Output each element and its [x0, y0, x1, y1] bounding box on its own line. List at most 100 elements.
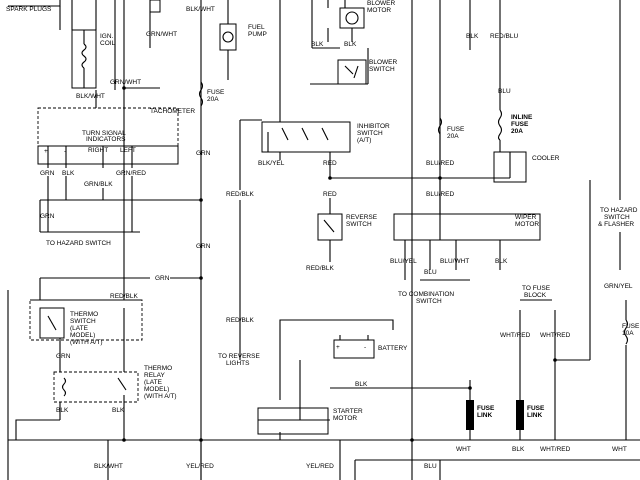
label-thermo-relay-3: (LATE [144, 379, 163, 386]
label-blk-wht-coil: BLK/WHT [76, 93, 105, 100]
starter-motor [257, 407, 329, 435]
label-fuse-20a-1-a: FUSE [207, 89, 225, 96]
label-fuse-10a-2: 10A [622, 330, 634, 337]
thermo-switch-box [29, 299, 143, 341]
label-blk-wiper: BLK [495, 258, 508, 265]
label-blk-relay-r: BLK [112, 407, 125, 414]
label-inhibitor-2: SWITCH [357, 130, 383, 137]
label-to-fuse-block-2: BLOCK [524, 292, 547, 299]
label-grn-red: GRN/RED [116, 170, 146, 177]
thermo-relay-box [53, 371, 139, 403]
label-blk-starter: BLK [355, 381, 368, 388]
label-inline-fuse-3: 20A [511, 128, 523, 135]
label-fuse-link-1b: LINK [477, 412, 492, 419]
label-thermo-switch-2: SWITCH [70, 318, 96, 325]
label-blower-switch-2: SWITCH [369, 66, 395, 73]
label-blk-wht-top: BLK/WHT [186, 6, 215, 13]
label-blower-motor-1: BLOWER [367, 0, 395, 7]
label-fuel-pump-2: PUMP [248, 31, 267, 38]
label-wht-b: WHT [612, 446, 627, 453]
label-turn-signal-2: INDICATORS [86, 136, 126, 143]
label-reverse-switch-1: REVERSE [346, 214, 378, 221]
blower-motor [339, 7, 365, 29]
label-inline-fuse-2: FUSE [511, 121, 529, 128]
fuse-link-2 [516, 400, 524, 430]
label-grn-b: GRN [40, 213, 55, 220]
top-fuse-box [149, 0, 161, 13]
label-grn-wht-a: GRN/WHT [146, 31, 177, 38]
turn-signal-indicators [37, 145, 179, 165]
label-ign-coil-1: IGN. [100, 33, 114, 40]
label-to-combination-2: SWITCH [416, 298, 442, 305]
label-cooler: COOLER [532, 155, 560, 162]
label-blu-red-b: BLU/RED [426, 191, 454, 198]
inhibitor-switch [261, 121, 351, 153]
label-red-b: RED [323, 191, 337, 198]
label-blu-yel: BLU/YEL [390, 258, 417, 265]
label-yel-red-b: YEL/RED [306, 463, 334, 470]
fuel-pump [219, 23, 237, 51]
label-red-blk-c: RED/BLK [110, 293, 138, 300]
label-red-blk-b: RED/BLK [306, 265, 334, 272]
label-thermo-relay-5: (WITH A/T) [144, 393, 177, 400]
label-blk-blower-r: BLK [344, 41, 357, 48]
label-turn-signal-1: TURN SIGNAL [82, 130, 126, 137]
label-wiper-motor-1: WIPER [515, 214, 537, 221]
label-to-reverse-2: LIGHTS [226, 360, 250, 367]
label-thermo-switch-5: (WITH A/T) [70, 339, 103, 346]
label-blk-relay-l: BLK [56, 407, 69, 414]
label-grn-e: GRN [56, 353, 71, 360]
label-right: RIGHT [88, 147, 108, 154]
label-battery-minus: - [364, 344, 366, 351]
label-starter-2: MOTOR [333, 415, 357, 422]
label-inhibitor-1: INHIBITOR [357, 123, 390, 130]
label-to-hazard-flasher-3: & FLASHER [598, 221, 634, 228]
label-fuse-link-2b: LINK [527, 412, 542, 419]
label-grn-yel: GRN/YEL [604, 283, 633, 290]
label-fuse-link-2a: FUSE [527, 405, 545, 412]
label-blu-wht: BLU/WHT [440, 258, 469, 265]
label-thermo-switch-1: THERMO [70, 311, 98, 318]
label-to-hazard-switch: TO HAZARD SWITCH [46, 240, 111, 247]
components [29, 0, 629, 435]
label-to-hazard-flasher-1: TO HAZARD [600, 207, 638, 214]
label-fuse-20a-2-a: FUSE [447, 126, 465, 133]
label-to-reverse-1: TO REVERSE [218, 353, 260, 360]
label-thermo-switch-4: MODEL) [70, 332, 95, 339]
label-fuse-20a-1-b: 20A [207, 96, 219, 103]
label-blu-wiper: BLU [424, 269, 437, 276]
battery [333, 339, 375, 359]
label-grn-a: GRN [40, 170, 55, 177]
label-fuse-10a-1: FUSE [622, 323, 640, 330]
label-fuse-20a-2-b: 20A [447, 133, 459, 140]
label-ign-coil-2: COIL [100, 40, 116, 47]
wires [7, 0, 640, 480]
label-minus: - [64, 148, 66, 155]
label-red-a: RED [323, 160, 337, 167]
label-wht-red-a: WHT/RED [500, 332, 531, 339]
label-spark-plugs: SPARK PLUGS [6, 6, 52, 13]
label-plus: + [44, 148, 48, 155]
label-blu: BLU [498, 88, 511, 95]
wiper-motor [393, 213, 541, 241]
label-thermo-relay-1: THERMO [144, 365, 172, 372]
label-battery: BATTERY [378, 345, 408, 352]
label-blower-motor-2: MOTOR [367, 7, 391, 14]
label-wiper-motor-2: MOTOR [515, 221, 539, 228]
blower-switch [337, 59, 367, 85]
label-wht-red-b: WHT/RED [540, 332, 571, 339]
label-red-blk-d: RED/BLK [226, 317, 254, 324]
reverse-switch [317, 213, 343, 241]
label-wht-red-c: WHT/RED [540, 446, 571, 453]
label-yel-red-a: YEL/RED [186, 463, 214, 470]
label-red-blk-a: RED/BLK [226, 191, 254, 198]
label-blk-b: BLK [512, 446, 525, 453]
fuse-link-1 [466, 400, 474, 430]
thermo-switch [39, 307, 65, 339]
labels: SPARK PLUGS IGN. COIL BLK/WHT GRN/WHT GR… [6, 0, 640, 470]
label-to-fuse-block-1: TO FUSE [522, 285, 551, 292]
label-inline-fuse-1: INLINE [511, 114, 533, 121]
label-battery-plus: + [336, 344, 340, 351]
label-tachometer: TACHOMETER [150, 108, 195, 115]
